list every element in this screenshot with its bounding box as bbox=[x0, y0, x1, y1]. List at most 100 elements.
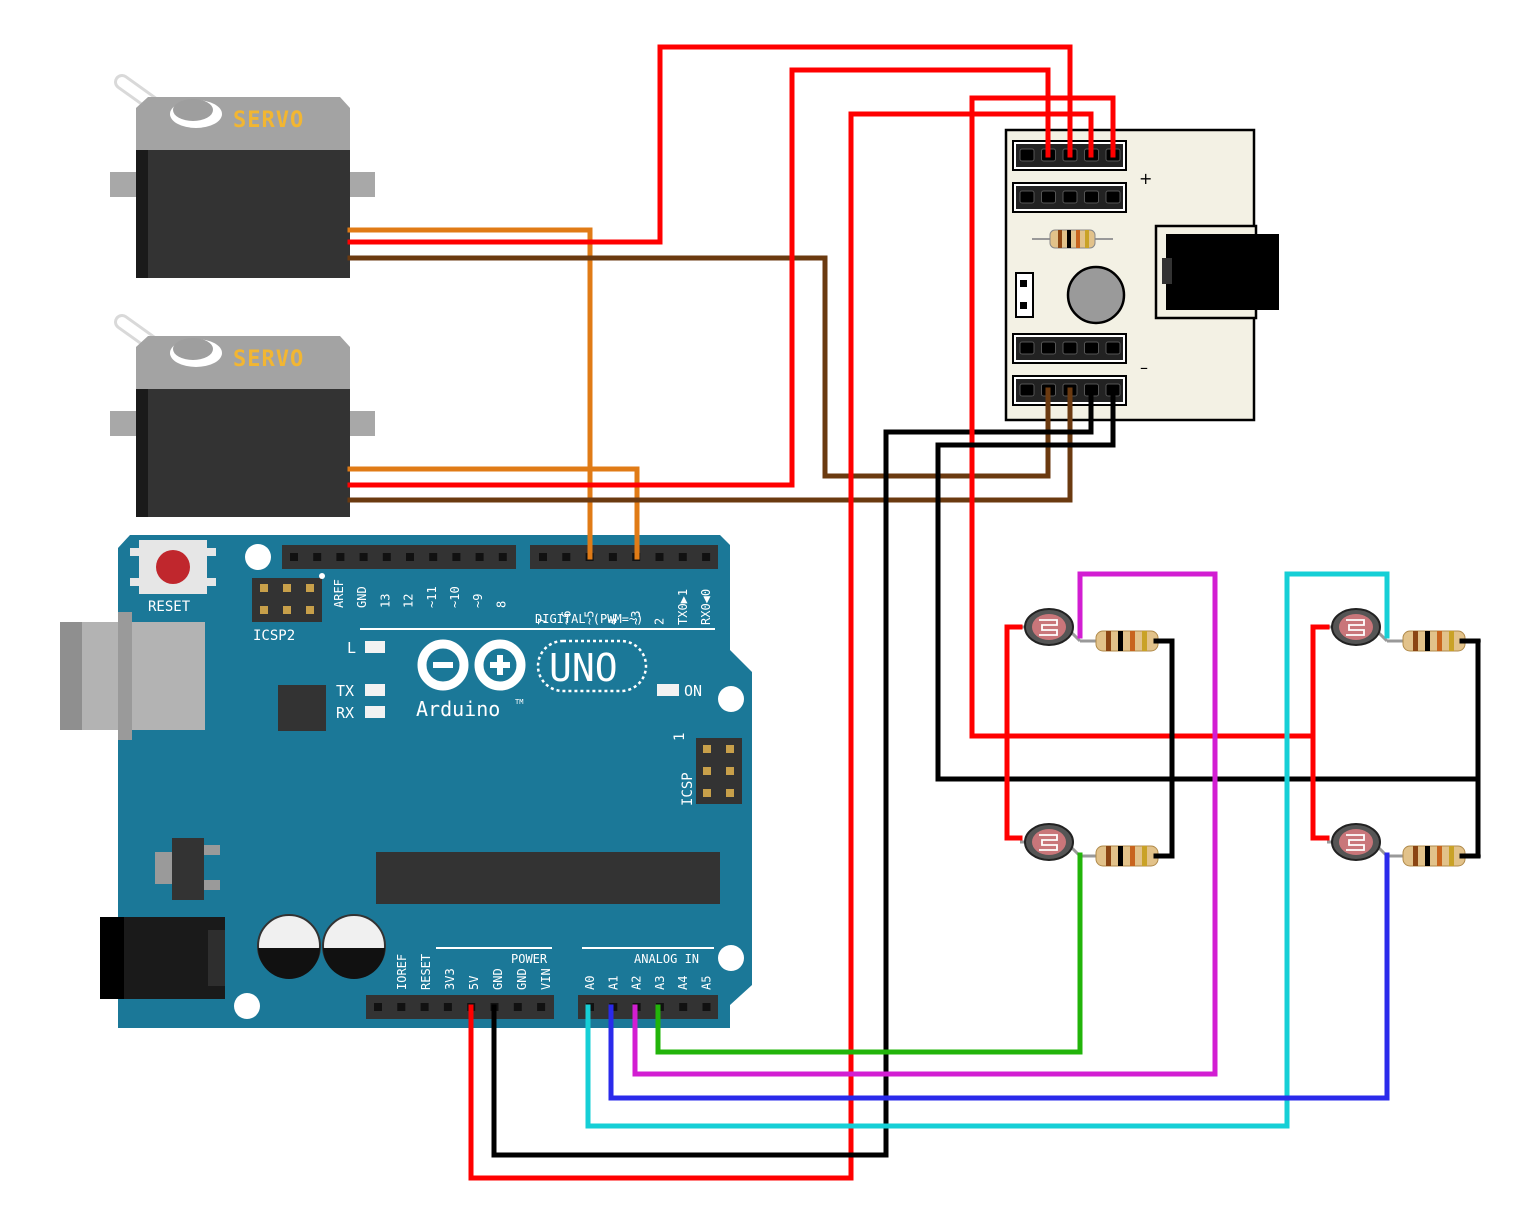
servo-label: SERVO bbox=[233, 347, 304, 372]
header-pin bbox=[1062, 341, 1078, 355]
pin-label: 8 bbox=[494, 601, 508, 608]
header-pin bbox=[374, 1003, 382, 1011]
icsp2-header bbox=[252, 573, 325, 622]
header-pin bbox=[498, 553, 507, 561]
led-on bbox=[657, 684, 679, 696]
wire-a2 bbox=[632, 571, 1218, 1077]
header-pin bbox=[702, 553, 711, 561]
header-pin bbox=[429, 553, 438, 561]
photoresistor-unit bbox=[1327, 608, 1481, 652]
header-pin bbox=[406, 553, 414, 561]
digital-pwm-title: DIGITAL (PWM=~) bbox=[535, 612, 643, 626]
header-pin bbox=[1105, 341, 1121, 355]
wire-ldr-ground bbox=[935, 387, 1481, 782]
pin-label: VIN bbox=[539, 968, 553, 990]
mounting-hole bbox=[234, 993, 260, 1019]
header-pin bbox=[397, 1003, 406, 1011]
wire-res-right-rail bbox=[1459, 638, 1481, 859]
wire-5v bbox=[468, 111, 1094, 1181]
jumper bbox=[1015, 272, 1034, 318]
header-pin bbox=[702, 1003, 711, 1011]
pin-label: ~5 bbox=[583, 611, 597, 625]
photoresistor-unit bbox=[1020, 608, 1174, 652]
analog-header bbox=[578, 995, 718, 1019]
pin-label: 4 bbox=[606, 618, 620, 625]
led-l bbox=[365, 641, 385, 653]
header-pin bbox=[608, 553, 617, 561]
reset-button[interactable] bbox=[130, 540, 216, 594]
digital-header bbox=[282, 545, 718, 569]
header-pin bbox=[562, 553, 571, 561]
pin-label: RX0◀0 bbox=[699, 589, 713, 625]
header-pin bbox=[539, 553, 547, 561]
header-pin bbox=[1084, 341, 1099, 355]
pin-label: 13 bbox=[378, 594, 392, 608]
header-pin bbox=[1019, 341, 1035, 355]
wire-a3 bbox=[655, 852, 1083, 1055]
header-pin bbox=[382, 553, 391, 561]
pin-label: A1 bbox=[606, 976, 620, 990]
pin-label: GND bbox=[515, 968, 529, 990]
pin-label: GND bbox=[491, 968, 505, 990]
led-rx-label: RX bbox=[336, 704, 354, 722]
header-pin bbox=[1041, 341, 1056, 355]
wire-a1 bbox=[608, 852, 1390, 1101]
photoresistor bbox=[1024, 823, 1074, 861]
mounting-hole bbox=[718, 945, 744, 971]
wire-servo2-signal bbox=[347, 466, 640, 560]
photoresistor bbox=[1331, 608, 1381, 646]
reset-label: RESET bbox=[148, 599, 191, 615]
header-pin bbox=[1062, 190, 1078, 204]
header-pin bbox=[678, 553, 687, 561]
photoresistor bbox=[1331, 823, 1381, 861]
header-pin bbox=[1105, 190, 1121, 204]
header-pin bbox=[475, 553, 484, 561]
icsp2-label: ICSP2 bbox=[253, 628, 295, 644]
wire-gnd bbox=[491, 387, 1094, 1158]
arduino-logo bbox=[417, 639, 526, 691]
pin-label: 2 bbox=[653, 618, 667, 625]
pin-label: A4 bbox=[676, 976, 690, 990]
resistor bbox=[1387, 630, 1481, 652]
led-l-label: L bbox=[347, 639, 356, 657]
pin-label: A0 bbox=[583, 976, 597, 990]
header-pin bbox=[513, 1003, 522, 1011]
icsp-pin1-label: 1 bbox=[672, 733, 688, 741]
header-pin bbox=[1041, 190, 1056, 204]
header-pin bbox=[420, 1003, 429, 1011]
pin-label: 12 bbox=[402, 594, 416, 608]
header-pin bbox=[313, 553, 322, 561]
wires bbox=[347, 44, 1481, 1181]
header-pin bbox=[336, 553, 345, 561]
wire-servo1-signal bbox=[347, 227, 593, 560]
header-pin bbox=[290, 553, 298, 561]
wire-res-left-rail bbox=[1153, 638, 1175, 859]
header-pin bbox=[1019, 383, 1035, 397]
power-supply-module: + – bbox=[1004, 128, 1279, 422]
wire-servo1-power bbox=[347, 44, 1073, 245]
icsp-label: ICSP bbox=[680, 772, 696, 806]
header-pin bbox=[359, 553, 368, 561]
pin-label: ~6 bbox=[559, 611, 573, 625]
arduino-brand: Arduino bbox=[416, 697, 500, 721]
atmega-chip bbox=[376, 852, 720, 904]
pin-label: 3V3 bbox=[443, 968, 457, 990]
dc-barrel-jack bbox=[100, 917, 225, 999]
photoresistor-unit bbox=[1020, 823, 1174, 867]
wire-servo2-ground bbox=[347, 387, 1073, 503]
led-rx bbox=[365, 706, 385, 718]
pin-label: IOREF bbox=[395, 954, 409, 990]
pin-label: RESET bbox=[419, 954, 433, 990]
mounting-hole bbox=[245, 544, 271, 570]
uno-badge bbox=[536, 639, 648, 693]
wire-ldr-power bbox=[969, 95, 1316, 739]
header-pin bbox=[679, 1003, 688, 1011]
pin-label: AREF bbox=[332, 579, 346, 608]
power-header bbox=[366, 995, 554, 1019]
led-tx-label: TX bbox=[336, 682, 354, 700]
resistor bbox=[1080, 845, 1174, 867]
resistor bbox=[1387, 845, 1481, 867]
